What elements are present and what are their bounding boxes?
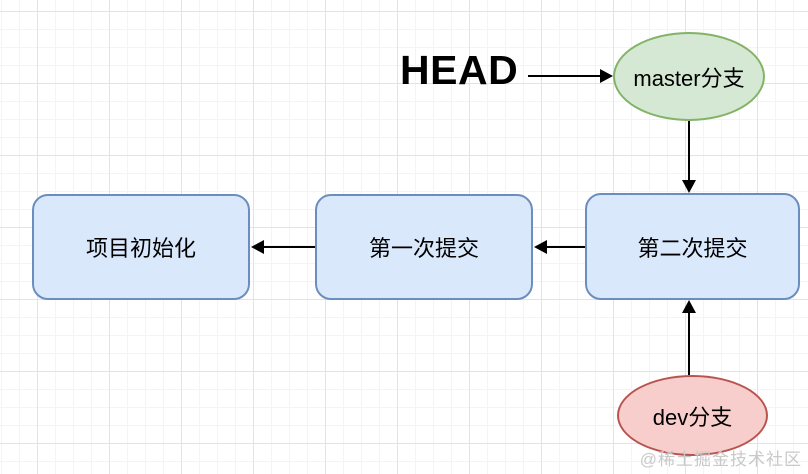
node-commit-init-label: 项目初始化: [85, 236, 196, 261]
node-commit-first-label: 第一次提交: [368, 236, 479, 261]
arrow-left-icon: [534, 240, 547, 254]
arrow-right-icon: [600, 69, 613, 83]
arrow-line: [688, 121, 690, 181]
node-dev-branch: dev分支: [617, 375, 768, 456]
arrow-line: [528, 75, 601, 77]
node-master-branch: master分支: [613, 32, 765, 121]
node-commit-first: 第一次提交: [315, 194, 533, 300]
node-commit-second: 第二次提交: [585, 193, 800, 300]
arrow-left-icon: [251, 240, 264, 254]
node-dev-branch-label: dev分支: [652, 404, 733, 430]
arrow-up-icon: [682, 300, 696, 313]
watermark-text: @稀土掘金技术社区: [639, 450, 802, 469]
arrow-line: [688, 312, 690, 375]
head-pointer-label: HEAD: [400, 47, 519, 93]
arrow-line: [263, 246, 315, 248]
node-commit-second-label: 第二次提交: [637, 235, 748, 261]
arrow-down-icon: [682, 180, 696, 193]
arrow-line: [546, 246, 585, 248]
node-master-branch-label: master分支: [633, 65, 745, 91]
node-commit-init: 项目初始化: [32, 194, 250, 300]
